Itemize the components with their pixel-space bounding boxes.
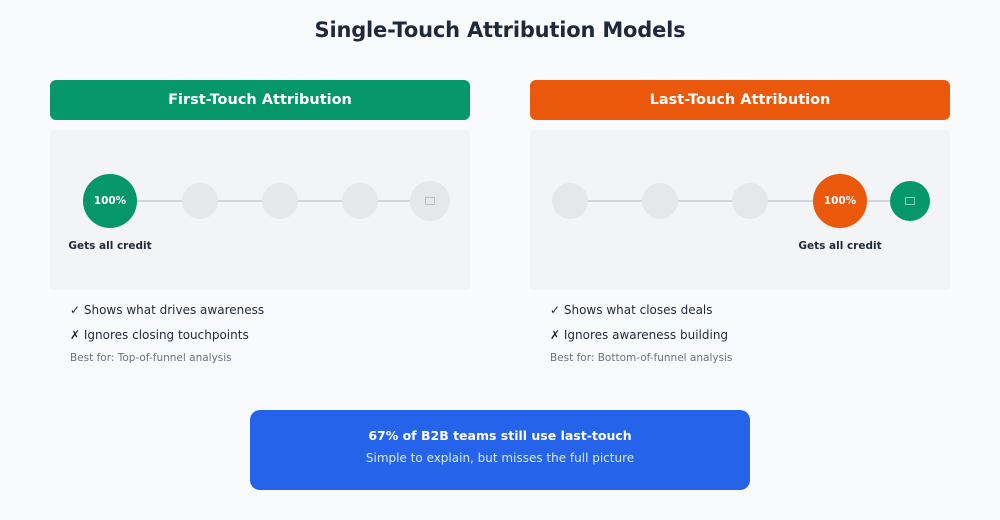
stat-callout: 67% of B2B teams still use last-touch Si… xyxy=(250,410,750,490)
con-note: ✗ Ignores closing touchpoints xyxy=(70,328,249,342)
touchpoint-3 xyxy=(262,183,298,219)
conversion-icon xyxy=(905,197,915,205)
touchpoint-1-highlighted: 100% xyxy=(83,174,137,228)
conversion-icon xyxy=(425,197,435,205)
last-touch-journey-panel: 100% Gets all credit xyxy=(530,130,950,290)
best-for-note: Best for: Bottom-of-funnel analysis xyxy=(550,352,733,364)
credit-label: Gets all credit xyxy=(798,240,882,252)
callout-headline: 67% of B2B teams still use last-touch xyxy=(368,428,632,443)
last-touch-section: Last-Touch Attribution 100% Gets all cre… xyxy=(530,80,950,364)
best-for-note: Best for: Top-of-funnel analysis xyxy=(70,352,232,364)
conversion-node xyxy=(890,181,930,221)
pro-note: ✓ Shows what closes deals xyxy=(550,303,713,317)
first-touch-header: First-Touch Attribution xyxy=(50,80,470,120)
con-note: ✗ Ignores awareness building xyxy=(550,328,729,342)
conversion-node xyxy=(410,181,450,221)
touchpoint-1 xyxy=(552,183,588,219)
touchpoint-2 xyxy=(642,183,678,219)
touchpoint-3 xyxy=(732,183,768,219)
page-title: Single-Touch Attribution Models xyxy=(314,18,686,42)
credit-label: Gets all credit xyxy=(68,240,152,252)
touchpoint-4-highlighted: 100% xyxy=(813,174,867,228)
touchpoint-2 xyxy=(182,183,218,219)
pro-note: ✓ Shows what drives awareness xyxy=(70,303,265,317)
first-touch-journey-panel: 100% Gets all credit xyxy=(50,130,470,290)
callout-subtext: Simple to explain, but misses the full p… xyxy=(365,451,635,465)
last-touch-header: Last-Touch Attribution xyxy=(530,80,950,120)
first-touch-section: First-Touch Attribution 100% Gets all cr… xyxy=(50,80,470,364)
touchpoint-4 xyxy=(342,183,378,219)
